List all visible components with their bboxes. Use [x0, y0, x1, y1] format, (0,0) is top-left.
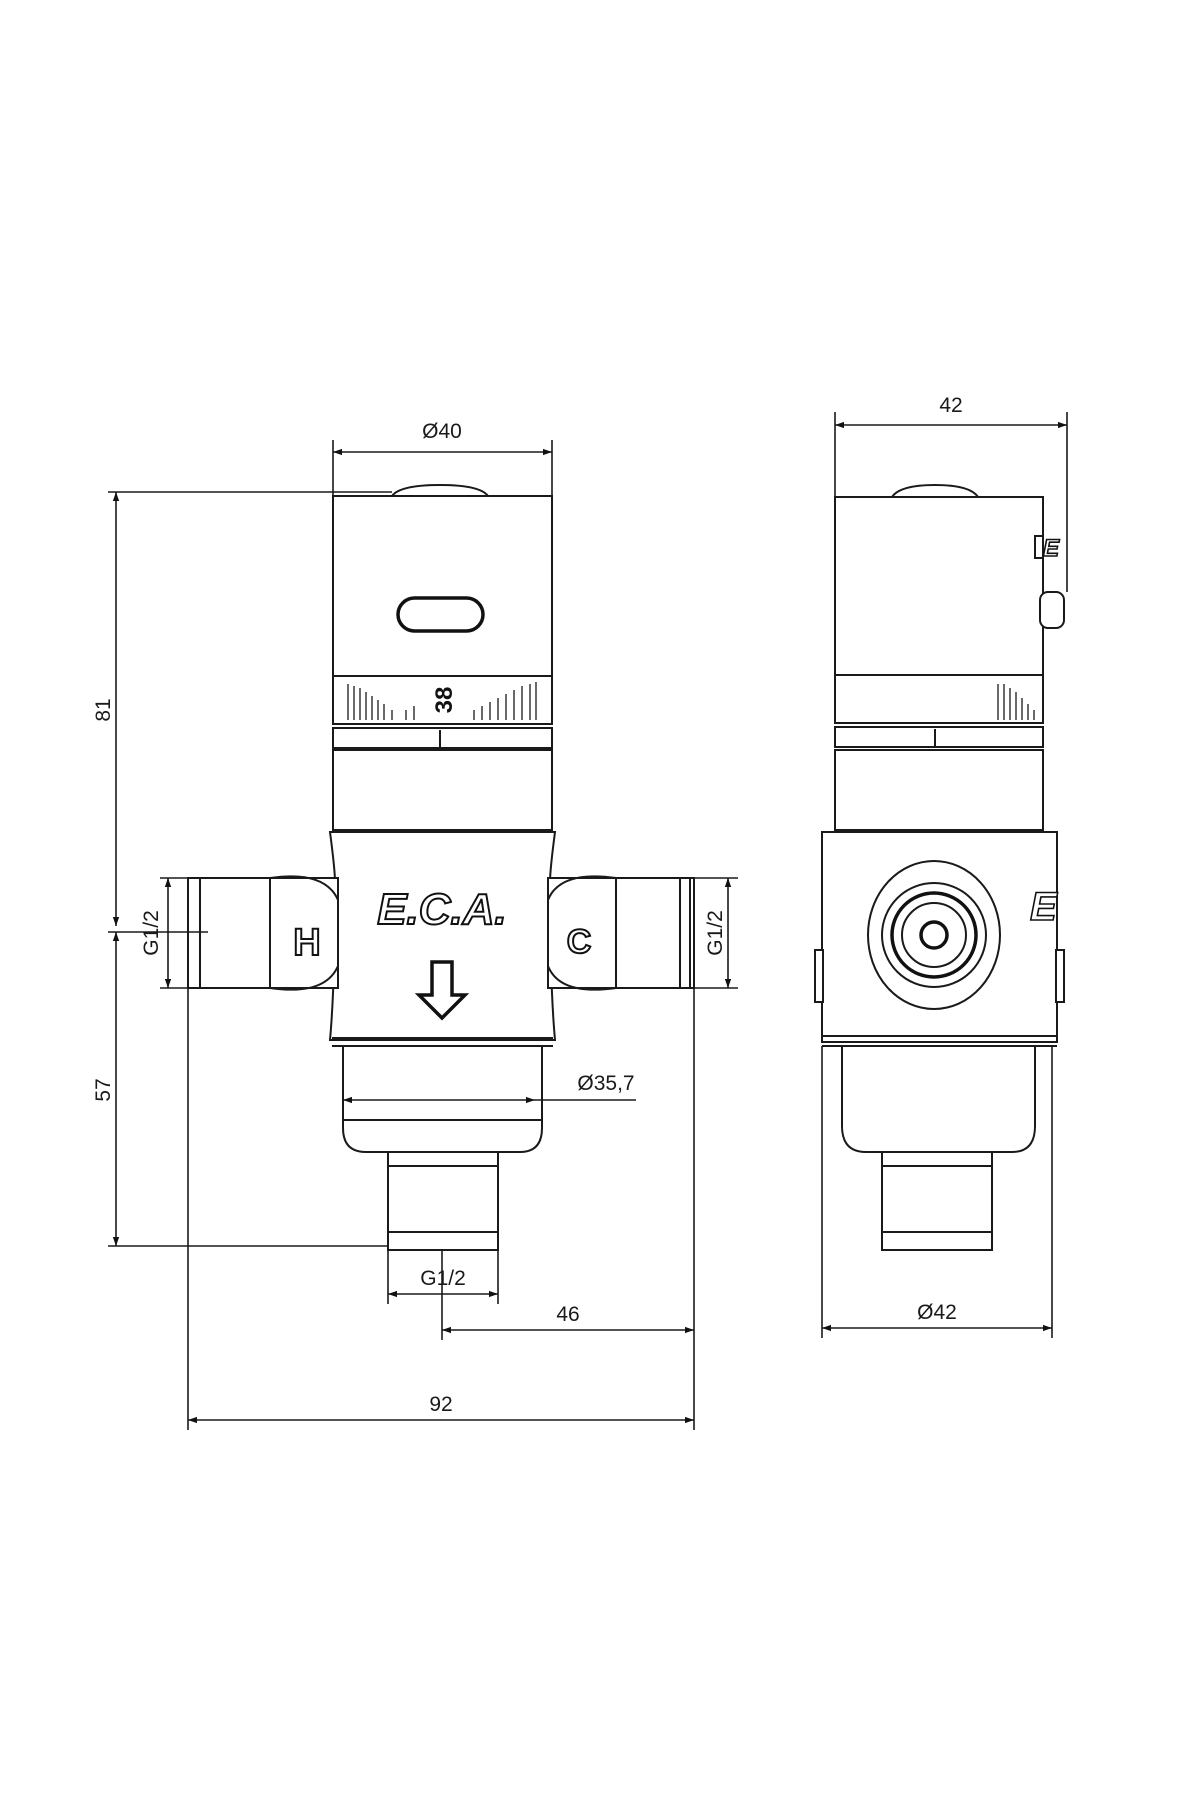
front-scale-ticks — [347, 682, 537, 720]
front-indicator-band — [332, 727, 553, 749]
cold-port-label: C — [567, 923, 592, 961]
side-head — [834, 496, 1044, 676]
dim-overall-width: 92 — [429, 1393, 452, 1416]
svg-text:E: E — [1030, 885, 1058, 929]
side-outlet-nipple — [881, 1151, 993, 1251]
dim-height-upper: 81 — [92, 698, 115, 721]
dimension-lines — [108, 412, 1068, 1430]
flow-direction-arrow-icon — [414, 960, 470, 1021]
dim-height-lower: 57 — [92, 1078, 115, 1101]
front-neck — [332, 749, 553, 831]
dim-left-port-thread: G1/2 — [140, 910, 163, 956]
front-outlet-nipple — [387, 1151, 499, 1251]
side-knob-cap — [890, 483, 980, 498]
front-knob-cap — [390, 483, 490, 497]
svg-text:E: E — [1043, 535, 1060, 562]
cold-inlet-port — [547, 877, 695, 989]
side-outlet-housing — [841, 1045, 1036, 1153]
side-indicator-band — [834, 726, 1044, 748]
front-display-window — [396, 596, 485, 633]
dim-front-top-diameter: Ø40 — [422, 420, 462, 443]
dim-side-bottom-diameter: Ø42 — [917, 1301, 957, 1324]
dim-right-port-thread: G1/2 — [704, 910, 727, 956]
front-scale-ring — [332, 675, 553, 725]
front-brand-logo: E.C.A. — [377, 885, 507, 934]
front-outlet-housing — [342, 1045, 543, 1153]
front-head — [332, 495, 553, 677]
side-port-face-icon — [867, 860, 1001, 1010]
side-adjust-screw — [1039, 591, 1065, 629]
side-scale-ring — [834, 674, 1044, 724]
front-view: 38 E.C.A. H C — [187, 483, 695, 1251]
dim-side-width: 42 — [939, 394, 962, 417]
dim-bottom-port-thread: G1/2 — [420, 1267, 466, 1290]
dim-body-diameter: Ø35,7 — [577, 1072, 634, 1095]
side-neck — [834, 749, 1044, 831]
hot-port-label: H — [293, 922, 320, 964]
side-view: E E — [814, 483, 1065, 1251]
front-main-body — [328, 831, 557, 1041]
temperature-setting-label: 38 — [431, 687, 458, 714]
hot-inlet-port — [187, 877, 339, 989]
side-main-body — [821, 831, 1058, 1043]
dim-half-width: 46 — [556, 1303, 579, 1326]
